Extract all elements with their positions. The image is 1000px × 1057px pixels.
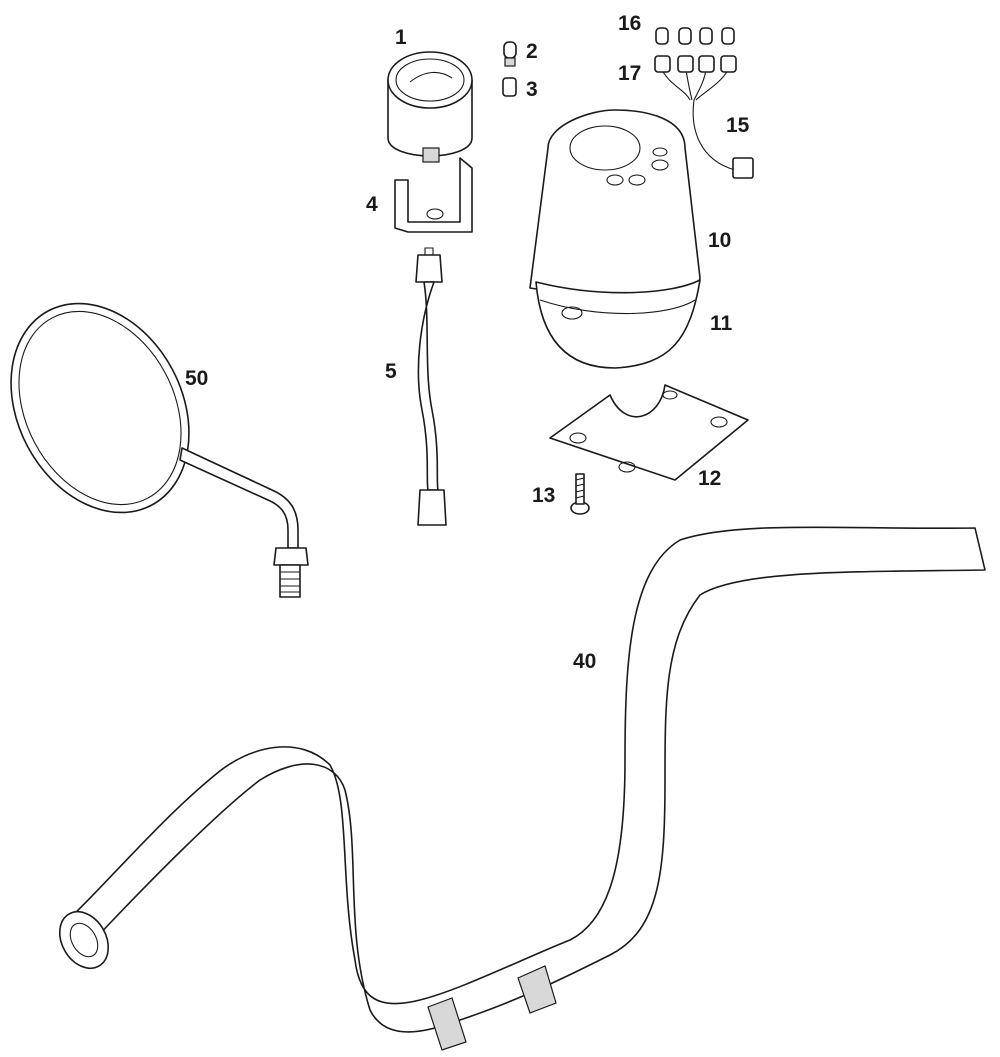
callout-2: 2	[526, 40, 538, 63]
callout-13: 13	[532, 484, 555, 507]
callout-10: 10	[708, 229, 731, 252]
callout-40: 40	[573, 650, 596, 673]
lower-housing-part	[535, 279, 701, 369]
callout-5: 5	[385, 360, 397, 383]
callout-17: 17	[618, 62, 641, 85]
harness-sockets-part	[654, 55, 737, 73]
speedometer-cable-part	[415, 247, 447, 526]
callout-16: 16	[618, 12, 641, 35]
callout-15: 15	[726, 114, 750, 137]
gauge-housing-part	[529, 109, 701, 296]
gauge-bracket-part	[394, 157, 473, 233]
mirror-part	[10, 302, 309, 598]
bulb-socket-part	[502, 77, 517, 97]
harness-bulbs-part	[655, 27, 735, 45]
callout-1: 1	[395, 26, 407, 49]
callout-3: 3	[526, 78, 538, 101]
speedometer-gauge-part	[387, 51, 473, 163]
callout-12: 12	[698, 467, 721, 490]
bulb-part	[503, 41, 517, 67]
callout-11: 11	[710, 312, 733, 335]
callout-50: 50	[185, 367, 208, 390]
screw-part	[570, 473, 590, 515]
callout-4: 4	[366, 193, 378, 216]
mounting-plate-part	[549, 384, 749, 481]
wiring-harness-part	[661, 69, 754, 179]
handlebar-part	[58, 526, 986, 1051]
